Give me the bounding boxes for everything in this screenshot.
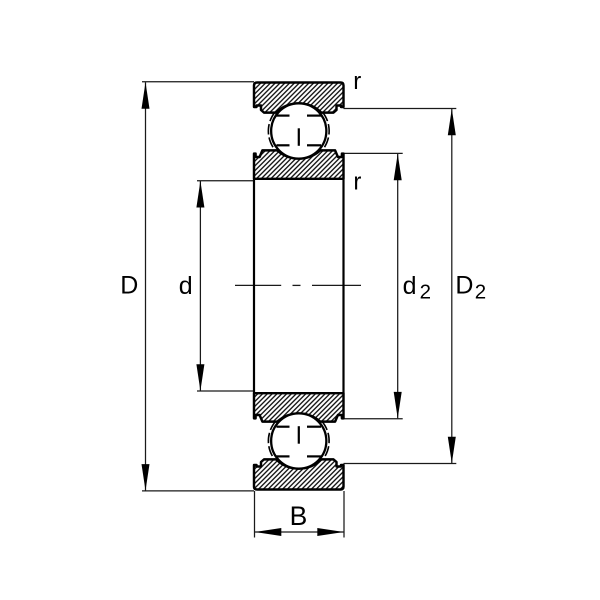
svg-text:D: D [120,271,138,299]
svg-text:B: B [290,501,308,531]
svg-text:D: D [455,271,473,299]
svg-text:r: r [353,168,361,195]
svg-text:2: 2 [475,281,486,304]
svg-text:d: d [179,272,193,300]
svg-text:2: 2 [420,280,431,303]
svg-text:r: r [353,68,361,95]
svg-text:d: d [403,272,417,300]
